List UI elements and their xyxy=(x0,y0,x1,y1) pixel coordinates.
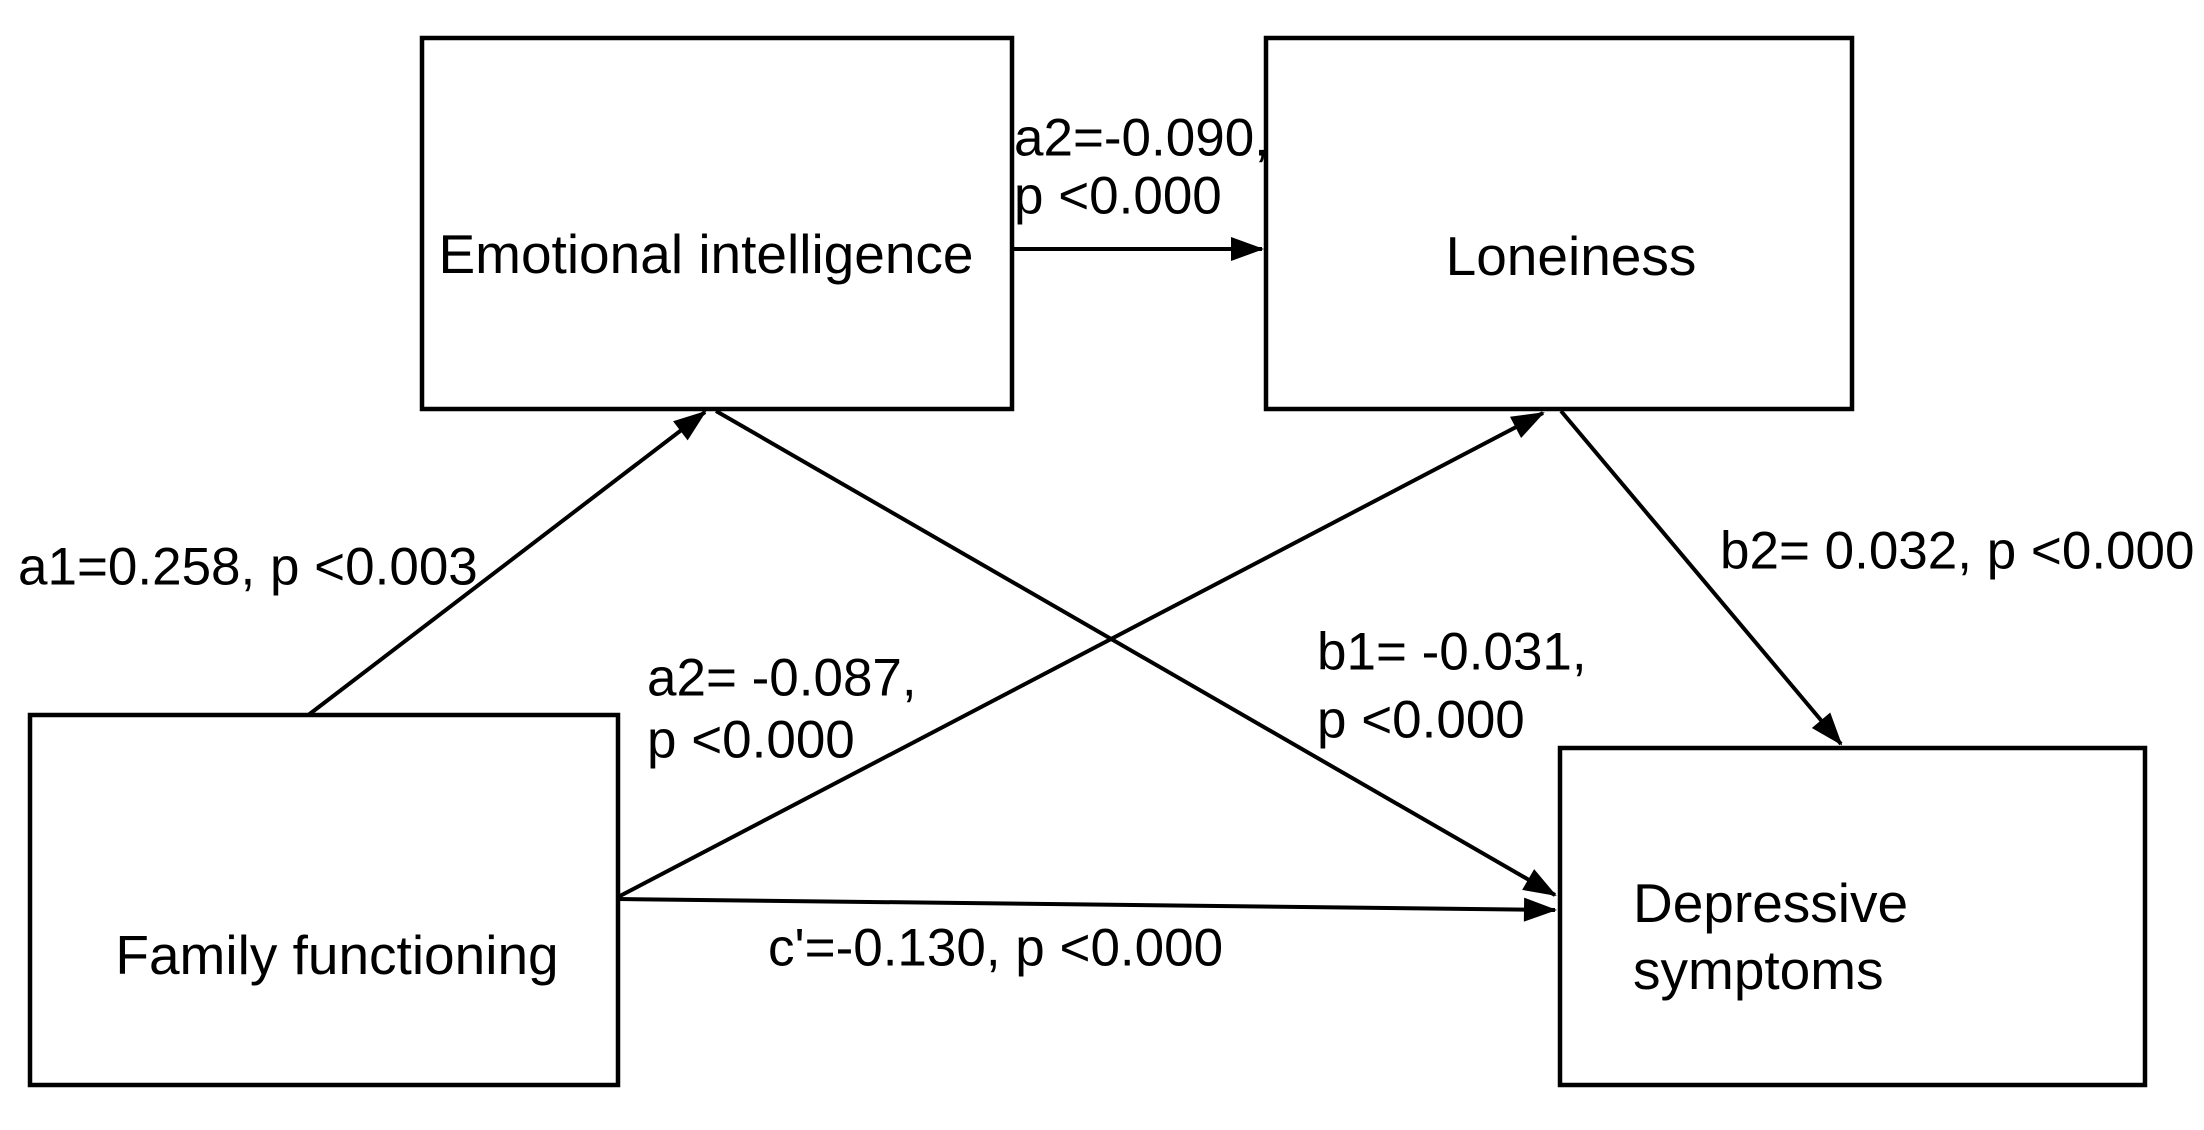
edge-label-a2-mid-line1: a2= -0.087, xyxy=(647,649,917,708)
node-emotional-intelligence-box xyxy=(419,35,1015,412)
node-loneliness-box xyxy=(1263,35,1855,412)
node-depressive-symptoms-label-line2: symptoms xyxy=(1633,939,1884,1001)
edge-label-a2-top-line2: p <0.000 xyxy=(1014,167,1222,226)
edge-label-a1: a1=0.258, p <0.003 xyxy=(18,538,478,597)
edge-label-c-prime: c'=-0.130, p <0.000 xyxy=(768,919,1223,978)
node-depressive-symptoms-box xyxy=(1557,745,2148,1088)
node-emotional-intelligence-label: Emotional intelligence xyxy=(438,223,973,285)
node-family-functioning-box xyxy=(27,712,621,1088)
edge-label-b1-line1: b1= -0.031, xyxy=(1317,623,1587,682)
node-depressive-symptoms-label-line1: Depressive xyxy=(1633,872,1908,934)
arrow-c-prime-family-to-depressive xyxy=(617,897,1557,922)
arrow-b1-ei-to-depressive xyxy=(715,409,1557,897)
arrow-a2-family-to-loneliness xyxy=(617,411,1545,899)
node-family-functioning-label: Family functioning xyxy=(115,924,558,986)
edge-label-b1-line2: p <0.000 xyxy=(1317,691,1525,750)
arrow-b2-loneliness-to-depressive xyxy=(1559,409,1843,746)
edge-label-b2: b2= 0.032, p <0.000 xyxy=(1720,522,2195,581)
node-loneliness-label: Loneiness xyxy=(1446,225,1697,287)
arrow-a1-family-to-ei xyxy=(305,410,707,718)
edge-label-a2-mid-line2: p <0.000 xyxy=(647,711,855,770)
edge-label-a2-top-line1: a2=-0.090, xyxy=(1014,109,1269,168)
